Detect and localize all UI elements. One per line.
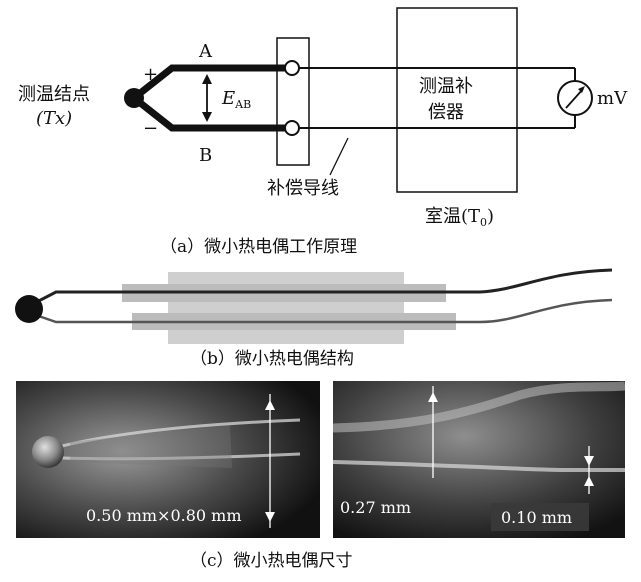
- caption-b: （b）微小热电偶结构: [190, 349, 354, 369]
- photo-right-thick-wire: [332, 381, 626, 433]
- wire-b-label: B: [199, 145, 212, 166]
- photo-right-arrow-2: [584, 456, 594, 466]
- wire-label-leader: [329, 137, 349, 176]
- terminal-block: [276, 37, 310, 166]
- junction-bead: [15, 295, 43, 323]
- terminal-top: [284, 60, 300, 76]
- compensation-wire-label: 补偿导线: [267, 178, 339, 199]
- wire-top: [26, 268, 613, 309]
- panel-c-dimensions: 0.50 mm×0.80 mm 0.27 mm 0.10 mm （c）微小热电偶…: [16, 381, 626, 571]
- emf-arrow-head-bottom: [202, 112, 212, 122]
- meter-needle: [565, 88, 584, 109]
- outer-sleeve: [168, 272, 404, 344]
- panel-b-structure: （b）微小热电偶结构: [15, 268, 613, 369]
- photo-left-wires: [61, 418, 301, 461]
- panel-a-working-principle: 测温结点 (Tx) + − A B EAB 测温补 偿器 mV 补偿导线 室温(…: [18, 7, 628, 257]
- junction-symbol: (Tx): [36, 108, 72, 129]
- wire-a: [131, 64, 292, 101]
- right-dimension-top: 0.27 mm: [340, 498, 411, 517]
- meter-arrowhead: [578, 86, 585, 93]
- photo-right-label-box: [491, 503, 589, 531]
- room-temp-label: 室温(T0): [425, 206, 494, 229]
- photo-left-arrow-bottom: [265, 512, 275, 522]
- junction-label: 测温结点: [18, 84, 90, 105]
- wire-bottom: [26, 298, 613, 324]
- right-dimension-bottom: 0.10 mm: [501, 508, 572, 527]
- wire-b: [131, 95, 292, 132]
- minus-sign: −: [143, 118, 158, 139]
- compensator-label-2: 偿器: [428, 102, 464, 123]
- caption-a: （a）微小热电偶工作原理: [160, 237, 357, 257]
- emf-label: EAB: [221, 88, 251, 111]
- photo-left-sleeve: [70, 425, 232, 468]
- emf-arrow-head-top: [202, 74, 212, 84]
- plus-sign: +: [143, 64, 158, 85]
- photo-right-thin-wire: [332, 460, 625, 472]
- photo-left-bead: [32, 436, 64, 468]
- photo-right-arrow-3: [584, 476, 594, 486]
- photo-right-arrow-1: [428, 392, 438, 402]
- compensator-box: [396, 7, 518, 193]
- compensator-label-1: 测温补: [419, 76, 473, 97]
- photo-left-arrow-top: [265, 400, 275, 410]
- caption-c: （c）微小热电偶尺寸: [190, 551, 353, 571]
- wire-a-label: A: [198, 41, 213, 62]
- left-dimension: 0.50 mm×0.80 mm: [86, 506, 242, 525]
- terminal-bottom: [284, 120, 300, 136]
- meter-unit: mV: [597, 88, 628, 109]
